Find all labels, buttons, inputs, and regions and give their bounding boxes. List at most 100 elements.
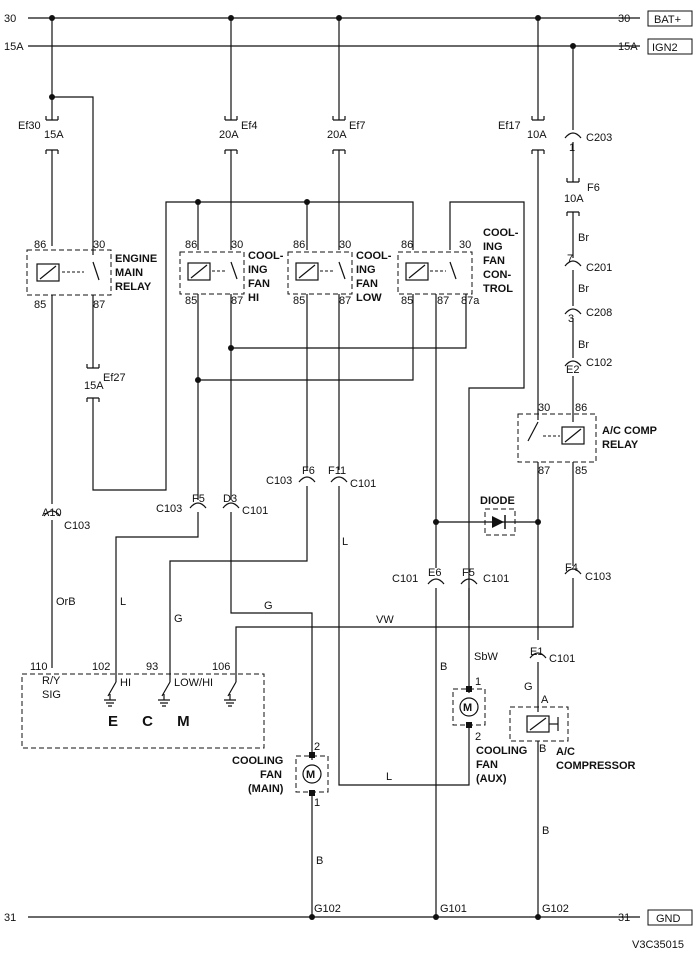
svg-text:ING: ING — [356, 264, 376, 276]
gnd-rail-right: 31 — [618, 912, 630, 924]
svg-text:(AUX): (AUX) — [476, 773, 507, 785]
junction-dot — [195, 377, 201, 383]
ecm-pin-93: 93 — [146, 661, 158, 673]
motor-icon — [459, 697, 479, 717]
connector-pin: 3 — [568, 313, 574, 325]
relay-coil — [36, 263, 60, 282]
ground-dot — [535, 914, 541, 920]
ecm-pin-label: SIG — [42, 689, 61, 701]
junction-dot — [433, 519, 439, 525]
wire — [449, 201, 525, 620]
fuse-ef4-name: Ef4 — [241, 120, 258, 132]
connector-c203 — [564, 132, 582, 139]
svg-text:LOW: LOW — [356, 292, 382, 304]
wire-color: OrB — [56, 596, 76, 608]
connector-pin: F5 — [462, 567, 475, 579]
connector-d3 — [222, 502, 240, 509]
motor-pin: 2 — [314, 741, 320, 753]
fuse-ef17-rating: 10A — [527, 129, 547, 141]
fan-low-label: COOL- — [356, 250, 392, 262]
junction-dot — [535, 519, 541, 525]
connector-name: C103 — [266, 475, 292, 487]
connector-name: C102 — [586, 357, 612, 369]
gnd-rail-label: GND — [656, 913, 681, 925]
wire-color: L — [386, 771, 392, 783]
fuse-ef7-rating: 20A — [327, 129, 347, 141]
ac-relay-label: A/C COMP — [602, 425, 657, 437]
diode-label: DIODE — [480, 495, 515, 507]
connector-name: C103 — [156, 503, 182, 515]
svg-text:FAN: FAN — [356, 278, 378, 290]
engine-relay-pin-85: 85 — [34, 299, 46, 311]
motor-icon — [302, 764, 322, 784]
svg-text:(MAIN): (MAIN) — [248, 783, 284, 795]
fan-control-pin-87a: 87a — [461, 295, 480, 307]
ign-label-box — [647, 38, 693, 55]
wire-color: L — [342, 536, 348, 548]
ecm-pin-label: R/Y — [42, 675, 61, 687]
wire — [230, 512, 313, 760]
engine-relay-pin-86: 86 — [34, 239, 46, 251]
wire-color: L — [120, 596, 126, 608]
ecm-pin-110: 110 — [30, 661, 48, 673]
fan-control-pin-85: 85 — [401, 295, 413, 307]
ground-dot — [309, 914, 315, 920]
fuse-ef7-name: Ef7 — [349, 120, 366, 132]
connector-pin: D3 — [223, 493, 237, 505]
connector-name: C201 — [586, 262, 612, 274]
relay-switch — [449, 261, 457, 280]
compressor-pin: A — [541, 694, 549, 706]
fan-hi-pin-30: 30 — [231, 239, 243, 251]
relay-switch — [527, 421, 539, 442]
engine-relay-label: ENGINE — [115, 253, 157, 265]
ecm-pin-102: 102 — [92, 661, 110, 673]
wire-color: SbW — [474, 651, 498, 663]
ign-rail-label: IGN2 — [652, 42, 678, 54]
connector-name: C101 — [350, 478, 376, 490]
connector-pin: A10 — [42, 507, 62, 519]
wire-color: B — [440, 661, 447, 673]
fan-hi-pin-86: 86 — [185, 239, 197, 251]
svg-text:RELAY: RELAY — [115, 281, 152, 293]
relay-switch — [230, 261, 238, 280]
svg-text:RELAY: RELAY — [602, 439, 639, 451]
svg-text:ING: ING — [248, 264, 268, 276]
ac-relay-pin-85: 85 — [575, 465, 587, 477]
svg-text:TROL: TROL — [483, 283, 513, 295]
ecm-pin-106: 106 — [212, 661, 230, 673]
fan-low-pin-30: 30 — [339, 239, 351, 251]
wire-color: Br — [578, 283, 589, 295]
wire — [231, 294, 467, 349]
ign-rail-left: 15A — [4, 41, 24, 53]
connector-pin: E1 — [530, 646, 543, 658]
engine-relay-pin-30: 30 — [93, 239, 105, 251]
svg-text:FAN: FAN — [483, 255, 505, 267]
fan-hi-pin-85: 85 — [185, 295, 197, 307]
bat-rail-left: 30 — [4, 13, 16, 25]
junction-dot — [228, 345, 234, 351]
svg-text:HI: HI — [248, 292, 259, 304]
ecm-pin-label: LOW/HI — [174, 677, 213, 689]
svg-text:FAN: FAN — [476, 759, 498, 771]
connector-name: C208 — [586, 307, 612, 319]
fan-control-relay-box — [397, 251, 473, 295]
wire — [115, 512, 199, 682]
svg-text:MAIN: MAIN — [115, 267, 143, 279]
connector-f11 — [330, 476, 348, 483]
connector-pin: 1 — [569, 142, 575, 154]
connector-c102 — [564, 360, 582, 367]
wire — [169, 486, 308, 682]
ecm-box — [21, 673, 265, 749]
motor-pin: 1 — [314, 797, 320, 809]
ground-label: G102 — [314, 903, 341, 915]
ecm-switch — [224, 681, 237, 707]
wire-color: G — [174, 613, 183, 625]
connector-pin: E6 — [428, 567, 441, 579]
ac-relay-pin-30: 30 — [538, 402, 550, 414]
connector-f5-c101 — [460, 578, 478, 585]
fan-hi-pin-87: 87 — [231, 295, 243, 307]
connector-e1 — [529, 652, 547, 659]
ac-relay-pin-87: 87 — [538, 465, 550, 477]
relay-switch — [338, 261, 346, 280]
fan-low-pin-85: 85 — [293, 295, 305, 307]
